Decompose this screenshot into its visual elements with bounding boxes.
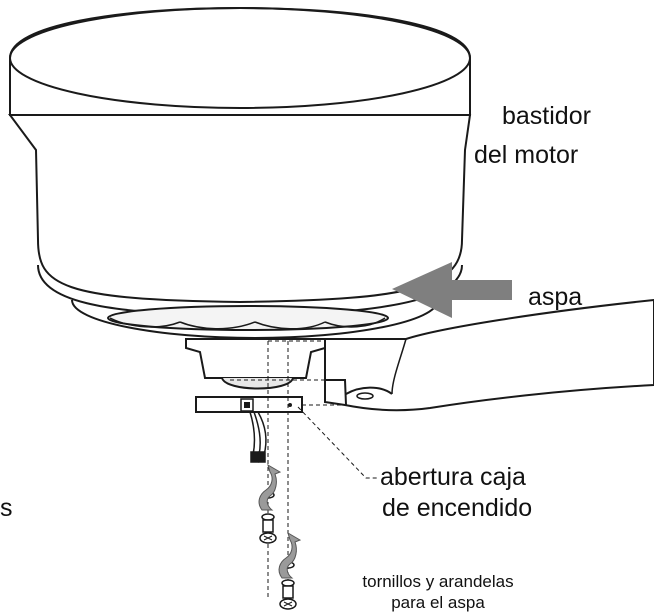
motor-coupling xyxy=(185,338,326,390)
switch-housing-label-2: de encendido xyxy=(382,494,533,523)
cutoff-label: s xyxy=(0,494,13,523)
left-arrow-icon xyxy=(392,262,512,318)
motor-housing-label-line1: bastidor xyxy=(502,102,591,130)
alignment-guides xyxy=(230,340,378,600)
switch-housing-label: abertura caja xyxy=(380,463,526,492)
screws-label: tornillos y arandelas xyxy=(312,572,564,592)
switch-housing-label-line1: abertura caja xyxy=(380,463,526,491)
screws-label-line2: para el aspa xyxy=(391,593,485,612)
motor-housing xyxy=(8,6,472,340)
screws-label-line1: tornillos y arandelas xyxy=(362,572,514,591)
blade xyxy=(324,298,654,412)
curly-up-arrow-icon xyxy=(258,463,302,579)
screws-label-2: para el aspa xyxy=(312,593,564,613)
motor-housing-label-line2: del motor xyxy=(474,141,579,169)
wires xyxy=(249,411,267,463)
cutoff-label-text: s xyxy=(0,494,13,522)
switch-housing-plate xyxy=(195,396,303,413)
motor-housing-label-2: del motor xyxy=(474,141,579,170)
motor-housing-label: bastidor xyxy=(502,102,591,131)
blade-label-text: aspa xyxy=(528,283,583,311)
blade-label: aspa xyxy=(528,283,583,312)
switch-housing-label-line2: de encendido xyxy=(382,494,533,522)
